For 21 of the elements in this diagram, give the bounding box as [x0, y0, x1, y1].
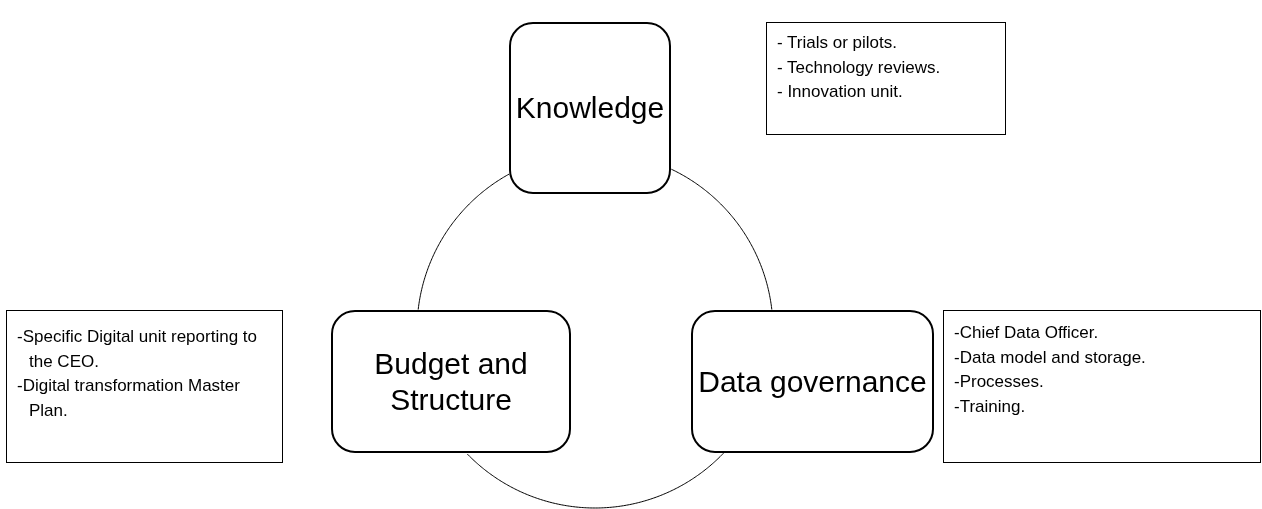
text-box: [766, 22, 1006, 135]
list-item: -Data model and storage.: [954, 346, 1147, 369]
node-title: Data governance: [698, 363, 927, 400]
text-box: [6, 310, 283, 463]
node-title: Knowledge: [515, 90, 665, 126]
list-item: - Trials or pilots.: [777, 32, 898, 54]
list-item: -Chief Data Officer.: [954, 322, 1100, 344]
list-item: - Innovation unit.: [777, 81, 904, 104]
connector-arc: [417, 173, 510, 311]
rounded-box: [509, 22, 671, 194]
node-title: Budget and Structure: [373, 345, 529, 418]
text-box: [943, 310, 1261, 463]
list-item: -Training.: [954, 395, 1027, 418]
rounded-box: [691, 310, 934, 453]
rounded-box: [331, 310, 571, 453]
list-item: -Specific Digital unit reporting to the CEO.: [17, 326, 258, 373]
connector-arc: [466, 452, 724, 509]
connector-arc: [670, 168, 773, 311]
list-item: -Digital transformation Master Plan.: [17, 375, 241, 422]
list-item: - Technology reviews.: [777, 56, 942, 79]
list-item: -Processes.: [954, 371, 1045, 394]
